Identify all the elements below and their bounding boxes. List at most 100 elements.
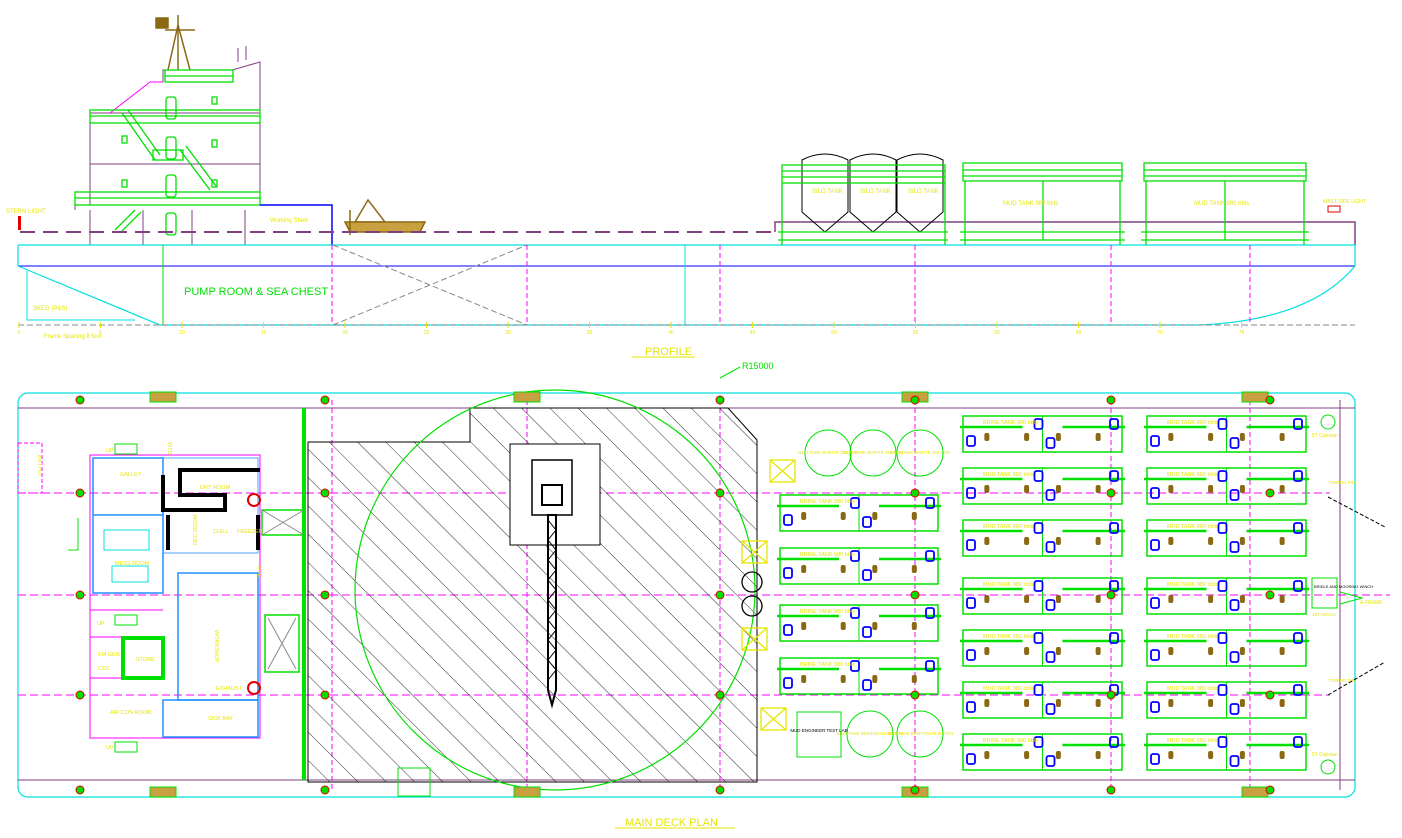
vent-icon (1168, 537, 1174, 545)
mud-tank-label: MUD TANK 980 bbls (1003, 201, 1058, 207)
frame-tick-label: 5 (99, 330, 102, 336)
manhole-icon (1150, 435, 1160, 447)
vent-icon (840, 512, 846, 520)
manhole-icon (783, 514, 793, 526)
vent-icon (872, 512, 878, 520)
vent-icon (1055, 537, 1061, 545)
manhole-icon (1045, 755, 1056, 767)
manhole-icon (1217, 632, 1228, 644)
vent-icon (1055, 751, 1061, 759)
manhole-icon (1033, 632, 1044, 644)
deck-tank: MUD TANK 980 bbls (960, 519, 1125, 557)
vent-icon (1279, 647, 1285, 655)
vent-icon (1055, 595, 1061, 603)
tank-label: BRINE TANK 980 bbls (983, 420, 1038, 426)
frame-tick-label: 30 (505, 330, 511, 336)
frame-tick-label: 50 (831, 330, 837, 336)
manhole-icon (1229, 755, 1240, 767)
vent-icon (1239, 485, 1245, 493)
manhole-icon (1229, 541, 1240, 553)
manhole-icon (1150, 539, 1160, 551)
pump-room-label: PUMP ROOM & SEA CHEST (184, 286, 328, 298)
fairlead-icon (1106, 395, 1116, 405)
manhole-icon (1109, 418, 1119, 430)
vent-icon (1208, 433, 1214, 441)
deck-tank: BRINE TANK 980 bbls (777, 494, 941, 532)
mast-side-light-label: MAST SIDE LIGHT (1323, 199, 1366, 205)
manhole-icon (966, 597, 976, 609)
manhole-icon (1045, 651, 1056, 663)
tank-label: MUD TANK 980 bbls (983, 524, 1034, 530)
skeg-label: SKEG (P&S) (33, 306, 67, 312)
fairlead-icon (75, 785, 85, 795)
manhole-icon (862, 679, 872, 691)
tank-label: MUD TANK 980 bbls (983, 634, 1034, 640)
stair-up-label: UP (106, 745, 114, 751)
vent-icon (1055, 647, 1061, 655)
fairlead-icon (1106, 785, 1116, 795)
manhole-icon (1229, 437, 1240, 449)
mud-tank-label: MUD TANK 980 bbls (1194, 201, 1249, 207)
bollard-icon (1241, 786, 1269, 798)
manhole-icon (966, 487, 976, 499)
vent-icon (1279, 595, 1285, 603)
manhole-icon (966, 435, 976, 447)
vent-icon (872, 675, 878, 683)
manhole-icon (1217, 736, 1228, 748)
profile-title: PROFILE (645, 346, 692, 358)
vent-icon (872, 622, 878, 630)
crane-radius-circle (354, 389, 756, 791)
stair-up-label: UP (106, 448, 114, 454)
fairlead-icon (75, 590, 85, 600)
fairlead-icon (715, 395, 725, 405)
manhole-icon (966, 649, 976, 661)
manhole-icon (1293, 684, 1303, 696)
vent-icon (801, 565, 807, 573)
winch-label: 15T WINCH (1312, 612, 1336, 617)
fairlead-icon (75, 488, 85, 498)
manhole-icon (1293, 580, 1303, 592)
vent-icon (1239, 751, 1245, 759)
manhole-icon (1229, 599, 1240, 611)
frame-tick-label: 25 (424, 330, 430, 336)
silo-label: SILO TANK BARITE 150 TON (890, 450, 950, 455)
mast-icon (155, 15, 195, 71)
vent-icon (1055, 485, 1061, 493)
vent-icon (1239, 537, 1245, 545)
vent-icon (1279, 751, 1285, 759)
manhole-icon (1150, 753, 1160, 765)
frame-tick-label: 60 (994, 330, 1000, 336)
wtd-label: WTD (256, 565, 262, 578)
manhole-icon (1293, 632, 1303, 644)
fairlead-icon (1265, 395, 1275, 405)
tank-label: MUD TANK 980 bbls (983, 686, 1034, 692)
vent-icon (1279, 433, 1285, 441)
vent-icon (1208, 537, 1214, 545)
manhole-icon (1109, 736, 1119, 748)
fairlead-icon (715, 590, 725, 600)
vent-icon (1208, 751, 1214, 759)
vent-icon (1208, 647, 1214, 655)
hull-profile (17, 244, 1356, 326)
deck-tank: MUD TANK 980 bbls (960, 467, 1125, 505)
deck-tank: MUD TANK 980 bbls (960, 577, 1125, 615)
main-deck-plan: R15000 (17, 361, 1390, 829)
manhole-icon (1150, 487, 1160, 499)
silo-label: SILO TANK BENTONITE 80 TON (887, 731, 954, 736)
deck-tank: BRINE TANK 980 bbls (777, 547, 941, 585)
vent-icon (1024, 595, 1030, 603)
vent-icon (911, 675, 917, 683)
sick-bay-label: SICK BAY (208, 716, 233, 722)
silo-label: SILO TANK (812, 189, 843, 195)
fairlead-icon (1265, 690, 1275, 700)
silo-label: SILO TANK (860, 189, 891, 195)
manhole-icon (1150, 597, 1160, 609)
vent-icon (1024, 433, 1030, 441)
bridle-winch-label: BRIDLE AND MOORING WINCH (1314, 584, 1373, 589)
em-gen-label: EM GEN (98, 652, 120, 658)
towing-pin-label: TOWING PIN (1328, 678, 1355, 683)
vent-icon (1168, 485, 1174, 493)
vent-icon (1024, 751, 1030, 759)
silo-label: SILO TANK BARITE 150 TON (843, 450, 903, 455)
